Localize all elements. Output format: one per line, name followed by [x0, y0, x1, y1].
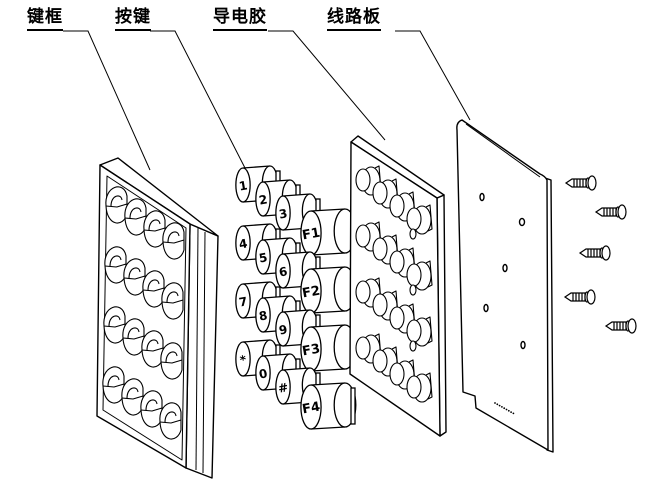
frame-cell — [143, 210, 166, 248]
screw — [563, 289, 596, 305]
rubber-dome — [406, 316, 433, 347]
key-number: 2 — [258, 192, 269, 207]
label-rubber: 导电胶 — [213, 6, 267, 31]
frame-cell — [102, 366, 125, 404]
frame-cell — [162, 222, 185, 260]
leader-keys — [150, 30, 246, 169]
frame-cell — [160, 342, 183, 380]
key-number: F3 — [301, 342, 321, 360]
frame-cell — [161, 282, 184, 320]
frame-cell — [121, 378, 144, 416]
key: F1 — [300, 208, 357, 256]
label-pcb: 线路板 — [327, 6, 381, 31]
frame-cell — [141, 330, 164, 368]
screws-group — [563, 175, 637, 334]
key-number: F4 — [301, 400, 321, 418]
frame-cell — [142, 270, 165, 308]
frame-cell — [104, 246, 127, 284]
label-keyframe: 键框 — [27, 6, 63, 31]
key-number: 4 — [238, 236, 249, 251]
key-number: 7 — [238, 294, 249, 309]
rubber-hole — [409, 340, 417, 352]
key: F4 — [300, 382, 357, 430]
rubber-dome — [406, 204, 433, 235]
key-number: # — [277, 380, 289, 396]
frame-cell — [105, 186, 128, 224]
frame-cell — [140, 390, 163, 428]
pcb-board — [456, 119, 554, 453]
rubber-dome — [406, 260, 433, 291]
rubber-dome — [406, 372, 433, 403]
screw — [594, 204, 627, 220]
keyframe — [96, 157, 219, 479]
screw — [564, 175, 597, 191]
key-number: * — [239, 352, 248, 367]
key-number: 3 — [278, 206, 289, 221]
frame-cell — [123, 258, 146, 296]
key-number: F2 — [301, 284, 321, 302]
frame-cell — [124, 198, 147, 236]
key: F2 — [300, 266, 357, 314]
key-number: 6 — [278, 264, 289, 279]
rubber-hole — [409, 228, 417, 240]
key-number: F1 — [301, 226, 321, 244]
frame-cell — [159, 402, 182, 440]
key-number: 9 — [278, 322, 289, 337]
screw — [604, 318, 637, 334]
key-number: 8 — [258, 308, 269, 323]
label-keys: 按键 — [115, 6, 151, 31]
rubber-hole — [409, 284, 417, 296]
key-number: 5 — [258, 250, 269, 265]
leader-keyframe — [63, 30, 151, 171]
leader-pcb — [395, 30, 471, 121]
key-number: 0 — [258, 366, 269, 381]
frame-cell — [103, 306, 126, 344]
leader-rubber — [268, 30, 386, 141]
screw — [578, 245, 611, 261]
key: F3 — [300, 324, 357, 372]
conductive-rubber — [349, 135, 447, 437]
frame-cell — [122, 318, 145, 356]
key-number: 1 — [238, 178, 249, 193]
